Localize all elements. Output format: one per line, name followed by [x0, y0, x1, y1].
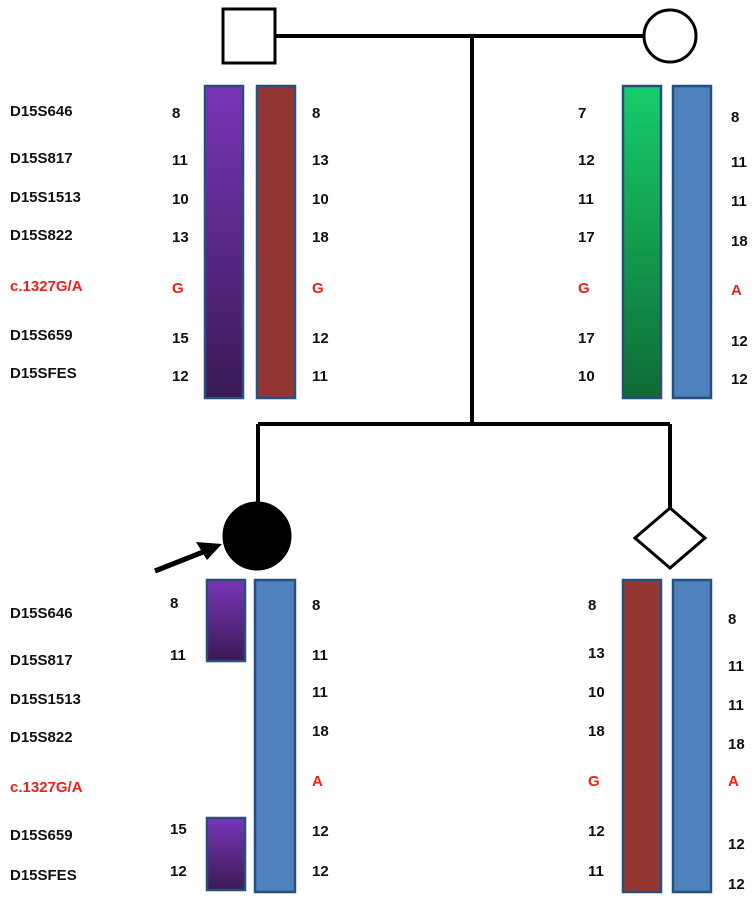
father-hap2-allele: 10 — [312, 191, 329, 208]
proband-hap1-allele: 8 — [170, 595, 178, 612]
mother-hap2-allele-mutation: A — [731, 282, 742, 299]
father-marker-label: D15SFES — [10, 365, 77, 382]
father-marker-label-mutation: c.1327G/A — [10, 278, 83, 295]
mother-symbol — [642, 8, 698, 64]
proband-marker-label: D15S817 — [10, 652, 73, 669]
proband-marker-label: D15S646 — [10, 605, 73, 622]
proband-hap1-allele: 11 — [170, 647, 186, 664]
proband-hap2-allele: 11 — [312, 684, 328, 701]
mother-hap1-allele: 12 — [578, 152, 595, 169]
father-haplotype-bar-1 — [203, 84, 245, 400]
proband-hap1-allele: 12 — [170, 863, 187, 880]
father-hap2-allele: 18 — [312, 229, 329, 246]
father-hap1-allele: 15 — [172, 330, 189, 347]
proband-hap2-allele: 12 — [312, 863, 329, 880]
proband-hap2-allele: 18 — [312, 723, 329, 740]
sibling-hap2-allele-mutation: A — [728, 773, 739, 790]
mother-hap2-allele: 12 — [731, 333, 748, 350]
father-hap1-allele: 13 — [172, 229, 189, 246]
father-hap1-allele: 12 — [172, 368, 189, 385]
sibling-hap2-allele: 8 — [728, 611, 736, 628]
proband-hap2-allele-mutation: A — [312, 773, 323, 790]
father-hap2-allele: 8 — [312, 105, 320, 122]
father-hap1-allele-mutation: G — [172, 280, 184, 297]
father-hap2-allele: 11 — [312, 368, 328, 385]
mother-hap1-allele: 7 — [578, 105, 586, 122]
mother-hap2-allele: 8 — [731, 109, 739, 126]
sibling-hap1-allele: 8 — [588, 597, 596, 614]
mother-haplotype-bar-2 — [671, 84, 713, 400]
proband-symbol — [222, 501, 292, 571]
sibling-hap2-allele: 18 — [728, 736, 745, 753]
sibling-haplotype-bar-2 — [671, 578, 713, 894]
mother-hap1-allele: 11 — [578, 191, 594, 208]
sibling-hap1-allele: 18 — [588, 723, 605, 740]
sibling-hap1-allele: 13 — [588, 645, 605, 662]
sibling-hap2-allele: 11 — [728, 658, 744, 675]
proband-arrow-icon — [154, 542, 222, 574]
mother-hap1-allele: 17 — [578, 330, 595, 347]
sibling-symbol — [632, 506, 708, 570]
sibling-hap1-allele-mutation: G — [588, 773, 600, 790]
proband-hap1-allele: 15 — [170, 821, 187, 838]
sibling-hap1-allele: 10 — [588, 684, 605, 701]
proband-marker-label: D15S822 — [10, 729, 73, 746]
mother-hap1-allele-mutation: G — [578, 280, 590, 297]
father-hap1-allele: 11 — [172, 152, 188, 169]
father-marker-label: D15S817 — [10, 150, 73, 167]
father-marker-label: D15S646 — [10, 103, 73, 120]
mother-hap2-allele: 12 — [731, 371, 748, 388]
proband-hap2-allele: 8 — [312, 597, 320, 614]
mother-hap2-allele: 11 — [731, 193, 747, 210]
father-hap1-allele: 10 — [172, 191, 189, 208]
father-symbol — [221, 7, 277, 65]
proband-haplotype-bar-1-bottom — [205, 816, 247, 892]
sibling-hap2-allele: 12 — [728, 876, 745, 893]
father-marker-label: D15S822 — [10, 227, 73, 244]
father-haplotype-bar-2 — [255, 84, 297, 400]
father-marker-label: D15S1513 — [10, 189, 81, 206]
father-hap2-allele: 13 — [312, 152, 329, 169]
proband-hap2-allele: 11 — [312, 647, 328, 664]
father-hap1-allele: 8 — [172, 105, 180, 122]
mother-hap2-allele: 11 — [731, 154, 747, 171]
father-hap2-allele-mutation: G — [312, 280, 324, 297]
sibling-hap2-allele: 12 — [728, 836, 745, 853]
proband-marker-label-mutation: c.1327G/A — [10, 779, 83, 796]
sibling-hap1-allele: 12 — [588, 823, 605, 840]
proband-haplotype-bar-1-top — [205, 578, 247, 663]
father-hap2-allele: 12 — [312, 330, 329, 347]
father-marker-label: D15S659 — [10, 327, 73, 344]
sibling-hap2-allele: 11 — [728, 697, 744, 714]
proband-haplotype-bar-2 — [253, 578, 297, 894]
proband-hap2-allele: 12 — [312, 823, 329, 840]
proband-marker-label: D15S659 — [10, 827, 73, 844]
proband-marker-label: D15S1513 — [10, 691, 81, 708]
sibling-hap1-allele: 11 — [588, 863, 604, 880]
mother-hap2-allele: 18 — [731, 233, 748, 250]
mother-hap1-allele: 17 — [578, 229, 595, 246]
mother-hap1-allele: 10 — [578, 368, 595, 385]
sibling-haplotype-bar-1 — [621, 578, 663, 894]
mother-haplotype-bar-1 — [621, 84, 663, 400]
proband-marker-label: D15SFES — [10, 867, 77, 884]
